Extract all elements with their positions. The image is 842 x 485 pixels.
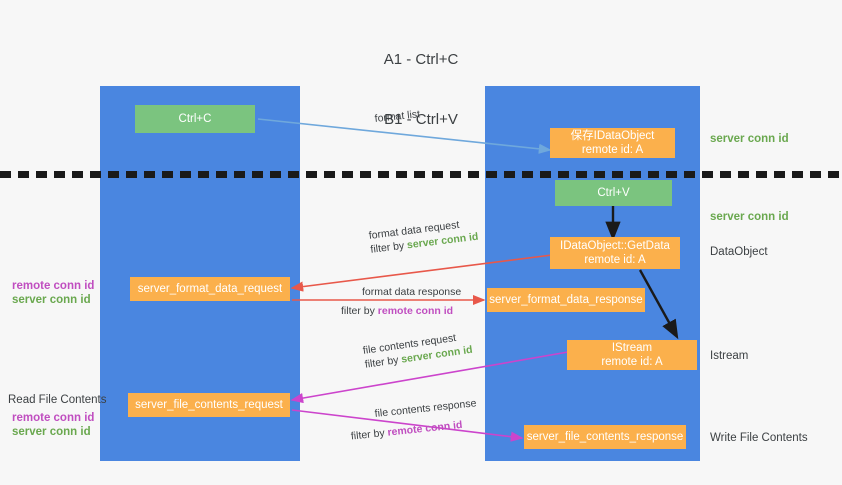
left-label-server-conn-id-bottom: server conn id xyxy=(12,426,91,438)
box-ctrl-c-label: Ctrl+C xyxy=(178,113,212,125)
edge-label-format-data-response-text: format data response xyxy=(362,286,462,298)
left-label-server-conn-id-mid: server conn id xyxy=(12,294,91,306)
filter-prefix: filter by xyxy=(341,305,378,317)
filter-prefix: filter by xyxy=(350,426,389,443)
box-save-idataobject-line2: remote id: A xyxy=(581,144,644,156)
edge-label-format-data-request: format data request filter by server con… xyxy=(368,216,479,257)
right-label-server-conn-id-top: server conn id xyxy=(710,133,789,145)
left-label-remote-conn-id-mid: remote conn id xyxy=(12,280,95,292)
edge-label-format-data-response-filter: filter by remote conn id xyxy=(341,304,461,318)
box-server-file-contents-request-label: server_file_contents_request xyxy=(135,399,283,411)
filter-prefix: filter by xyxy=(369,239,408,256)
box-server-format-data-request[interactable]: server_format_data_request xyxy=(130,277,290,301)
box-save-idataobject[interactable]: 保存IDataObject remote id: A xyxy=(550,128,675,158)
box-ctrl-v-label: Ctrl+V xyxy=(597,187,630,199)
box-server-file-contents-response[interactable]: server_file_contents_response xyxy=(524,425,686,449)
right-label-dataobject: DataObject xyxy=(710,246,768,258)
filter-prefix: filter by xyxy=(364,353,403,371)
box-getdata-line1: IDataObject::GetData xyxy=(560,240,670,252)
box-istream[interactable]: IStream remote id: A xyxy=(567,340,697,370)
box-server-format-data-response[interactable]: server_format_data_response xyxy=(487,288,645,312)
edge-label-file-contents-response-text: file contents response xyxy=(374,397,477,420)
box-server-format-data-response-label: server_format_data_response xyxy=(489,294,643,306)
filter-value-remote-conn-id: remote conn id xyxy=(377,305,454,317)
box-istream-line1: IStream xyxy=(611,342,653,354)
box-istream-line2: remote id: A xyxy=(601,356,663,368)
box-getdata-line2: remote id: A xyxy=(584,254,646,266)
box-idataobject-getdata[interactable]: IDataObject::GetData remote id: A xyxy=(550,237,680,269)
edge-label-format-data-response: format data response filter by remote co… xyxy=(341,285,462,318)
left-label-remote-conn-id-bottom: remote conn id xyxy=(12,412,95,424)
edge-label-file-contents-response: file contents response filter by remote … xyxy=(350,396,479,442)
edge-label-file-contents-request: file contents request filter by server c… xyxy=(362,329,473,372)
box-save-idataobject-line1: 保存IDataObject xyxy=(570,130,655,142)
right-label-server-conn-id-mid: server conn id xyxy=(710,211,789,223)
right-label-write-file-contents: Write File Contents xyxy=(710,432,808,444)
right-label-istream: Istream xyxy=(710,350,749,362)
filter-value-remote-conn-id: remote conn id xyxy=(386,418,464,439)
box-server-file-contents-response-label: server_file_contents_response xyxy=(526,431,684,443)
box-ctrl-v[interactable]: Ctrl+V xyxy=(555,180,672,206)
dashed-separator xyxy=(0,171,842,178)
box-server-file-contents-request[interactable]: server_file_contents_request xyxy=(128,393,290,417)
edge-label-file-contents-response-filter: filter by remote conn id xyxy=(350,416,479,443)
left-label-read-file-contents: Read File Contents xyxy=(8,394,107,406)
box-server-format-data-request-label: server_format_data_request xyxy=(137,283,283,295)
title-line-1: A1 - Ctrl+C xyxy=(383,51,459,68)
box-ctrl-c[interactable]: Ctrl+C xyxy=(135,105,255,133)
